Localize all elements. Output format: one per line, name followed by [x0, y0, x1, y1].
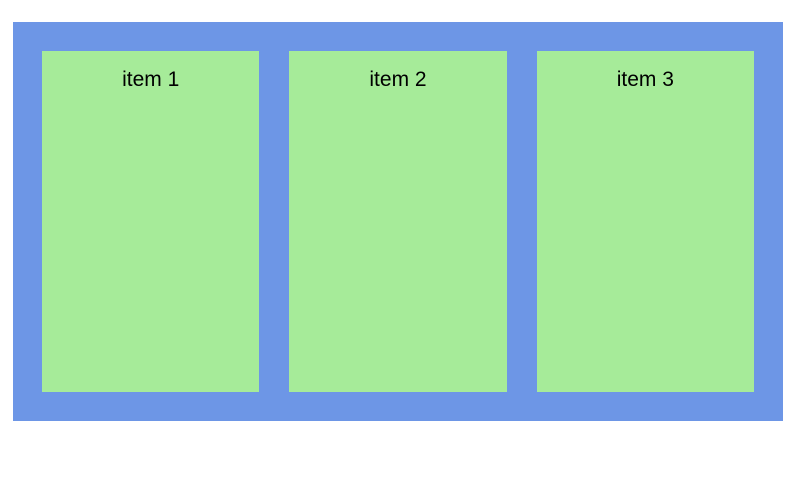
flex-item-2: item 2 — [289, 51, 507, 392]
item-label: item 3 — [616, 68, 674, 91]
flex-item-3: item 3 — [536, 51, 754, 392]
flex-container: item 1 item 2 item 3 — [13, 22, 783, 421]
item-label: item 2 — [369, 68, 427, 91]
item-label: item 1 — [122, 68, 180, 91]
flex-item-1: item 1 — [42, 51, 260, 392]
